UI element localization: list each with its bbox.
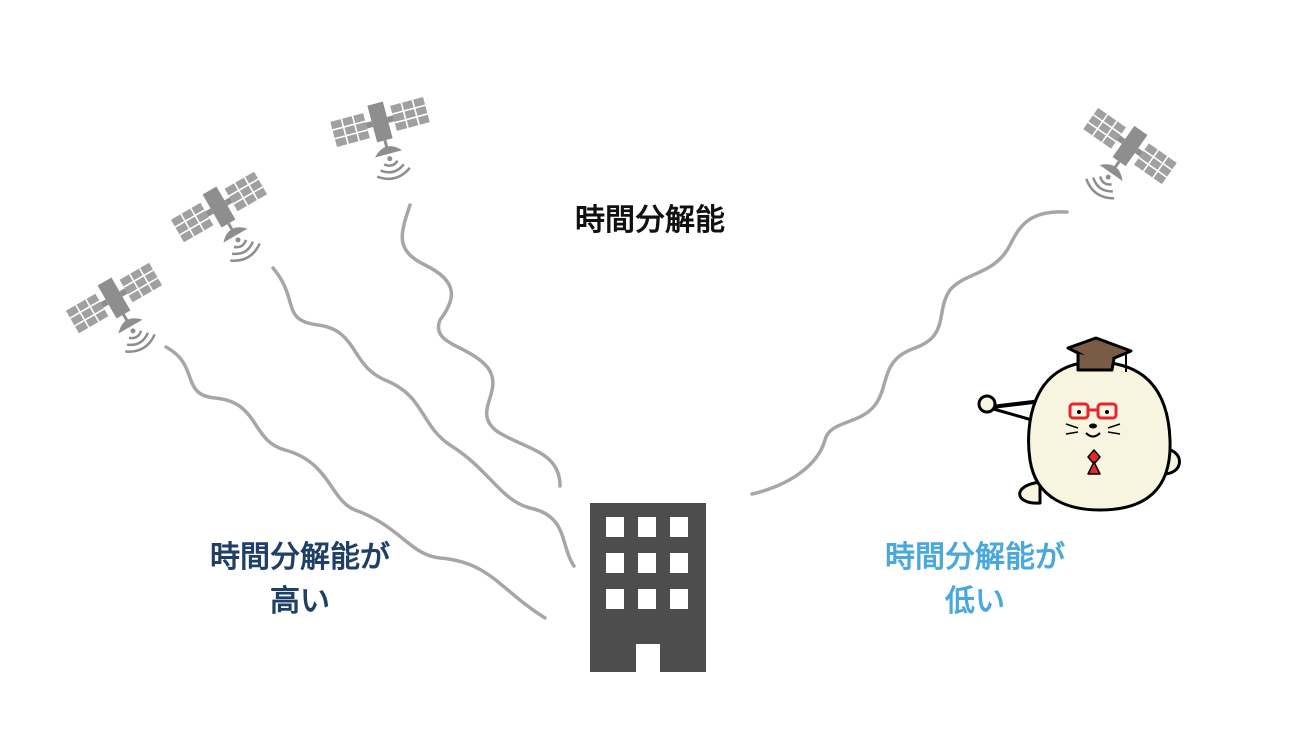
low-label-line2: 低い: [945, 584, 1005, 619]
satellite-icon: [327, 89, 443, 192]
building-icon: [590, 503, 706, 672]
satellite-icon: [1055, 101, 1182, 223]
signal-waves: [164, 203, 1069, 620]
diagram-title: 時間分解能: [575, 203, 725, 238]
satellite-icon: [166, 165, 292, 283]
professor-character: [977, 336, 1181, 512]
high-label-line1: 時間分解能が: [210, 540, 390, 575]
low-label-line1: 時間分解能が: [885, 540, 1065, 575]
signal-wave-2: [271, 266, 576, 568]
signal-wave-4: [750, 210, 1069, 496]
signal-wave-1: [164, 345, 547, 620]
low-resolution-label: 時間分解能が 低い: [835, 536, 1115, 624]
high-resolution-label: 時間分解能が 高い: [160, 536, 440, 624]
high-label-line2: 高い: [270, 584, 330, 619]
signal-wave-3: [400, 203, 562, 488]
satellite-icon: [61, 256, 187, 374]
